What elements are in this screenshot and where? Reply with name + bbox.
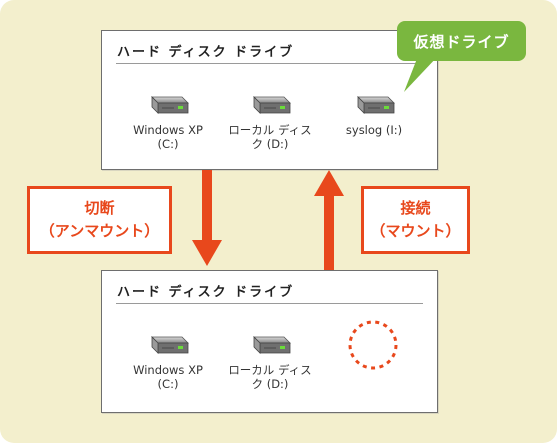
panel-divider — [116, 303, 423, 304]
disconnect-unmount-label: 切断 （アンマウント） — [27, 186, 172, 254]
bottom-drive-panel: ハード ディスク ドライブ Windows XP (C:) — [101, 270, 438, 413]
virtual-drive-callout: 仮想ドライブ — [397, 21, 526, 61]
top-drive-panel: ハード ディスク ドライブ Windows XP (C:) — [101, 30, 438, 170]
drive-label-line1: syslog (I:) — [345, 123, 403, 137]
drive-label-line1: Windows XP — [133, 123, 203, 137]
drive-local-disk[interactable]: ローカル ディス ク (D:) — [220, 331, 320, 391]
panel-title: ハード ディスク ドライブ — [117, 285, 295, 300]
drive-windows-xp[interactable]: Windows XP (C:) — [118, 331, 218, 391]
arrow-down-icon — [192, 170, 222, 266]
drive-windows-xp[interactable]: Windows XP (C:) — [118, 91, 218, 151]
callout-tail-icon — [404, 56, 438, 92]
hard-drive-icon — [151, 96, 189, 114]
panel-title: ハード ディスク ドライブ — [117, 45, 295, 60]
connect-line2: （マウント） — [370, 222, 461, 240]
drive-label-line2: ク (D:) — [251, 377, 289, 391]
connect-mount-label: 接続 （マウント） — [361, 186, 470, 254]
hard-drive-icon — [253, 96, 291, 114]
drive-label-line1: Windows XP — [133, 363, 203, 377]
drive-label-line2: ク (D:) — [251, 137, 289, 151]
connect-line1: 接続 — [400, 199, 431, 217]
drive-label-line1: ローカル ディス — [228, 123, 312, 137]
hard-drive-icon — [357, 96, 395, 114]
disconnect-line1: 切断 — [84, 199, 115, 217]
panel-divider — [116, 63, 423, 64]
dashed-circle-icon — [348, 320, 398, 370]
disconnect-line2: （アンマウント） — [39, 222, 160, 240]
hard-drive-icon — [253, 336, 291, 354]
drive-local-disk[interactable]: ローカル ディス ク (D:) — [220, 91, 320, 151]
hard-drive-icon — [151, 336, 189, 354]
drive-label-line2: (C:) — [157, 377, 179, 391]
drive-syslog[interactable]: syslog (I:) — [324, 91, 424, 137]
drive-label-line1: ローカル ディス — [228, 363, 312, 377]
drive-label-line2: (C:) — [157, 137, 179, 151]
arrow-up-icon — [314, 170, 344, 272]
